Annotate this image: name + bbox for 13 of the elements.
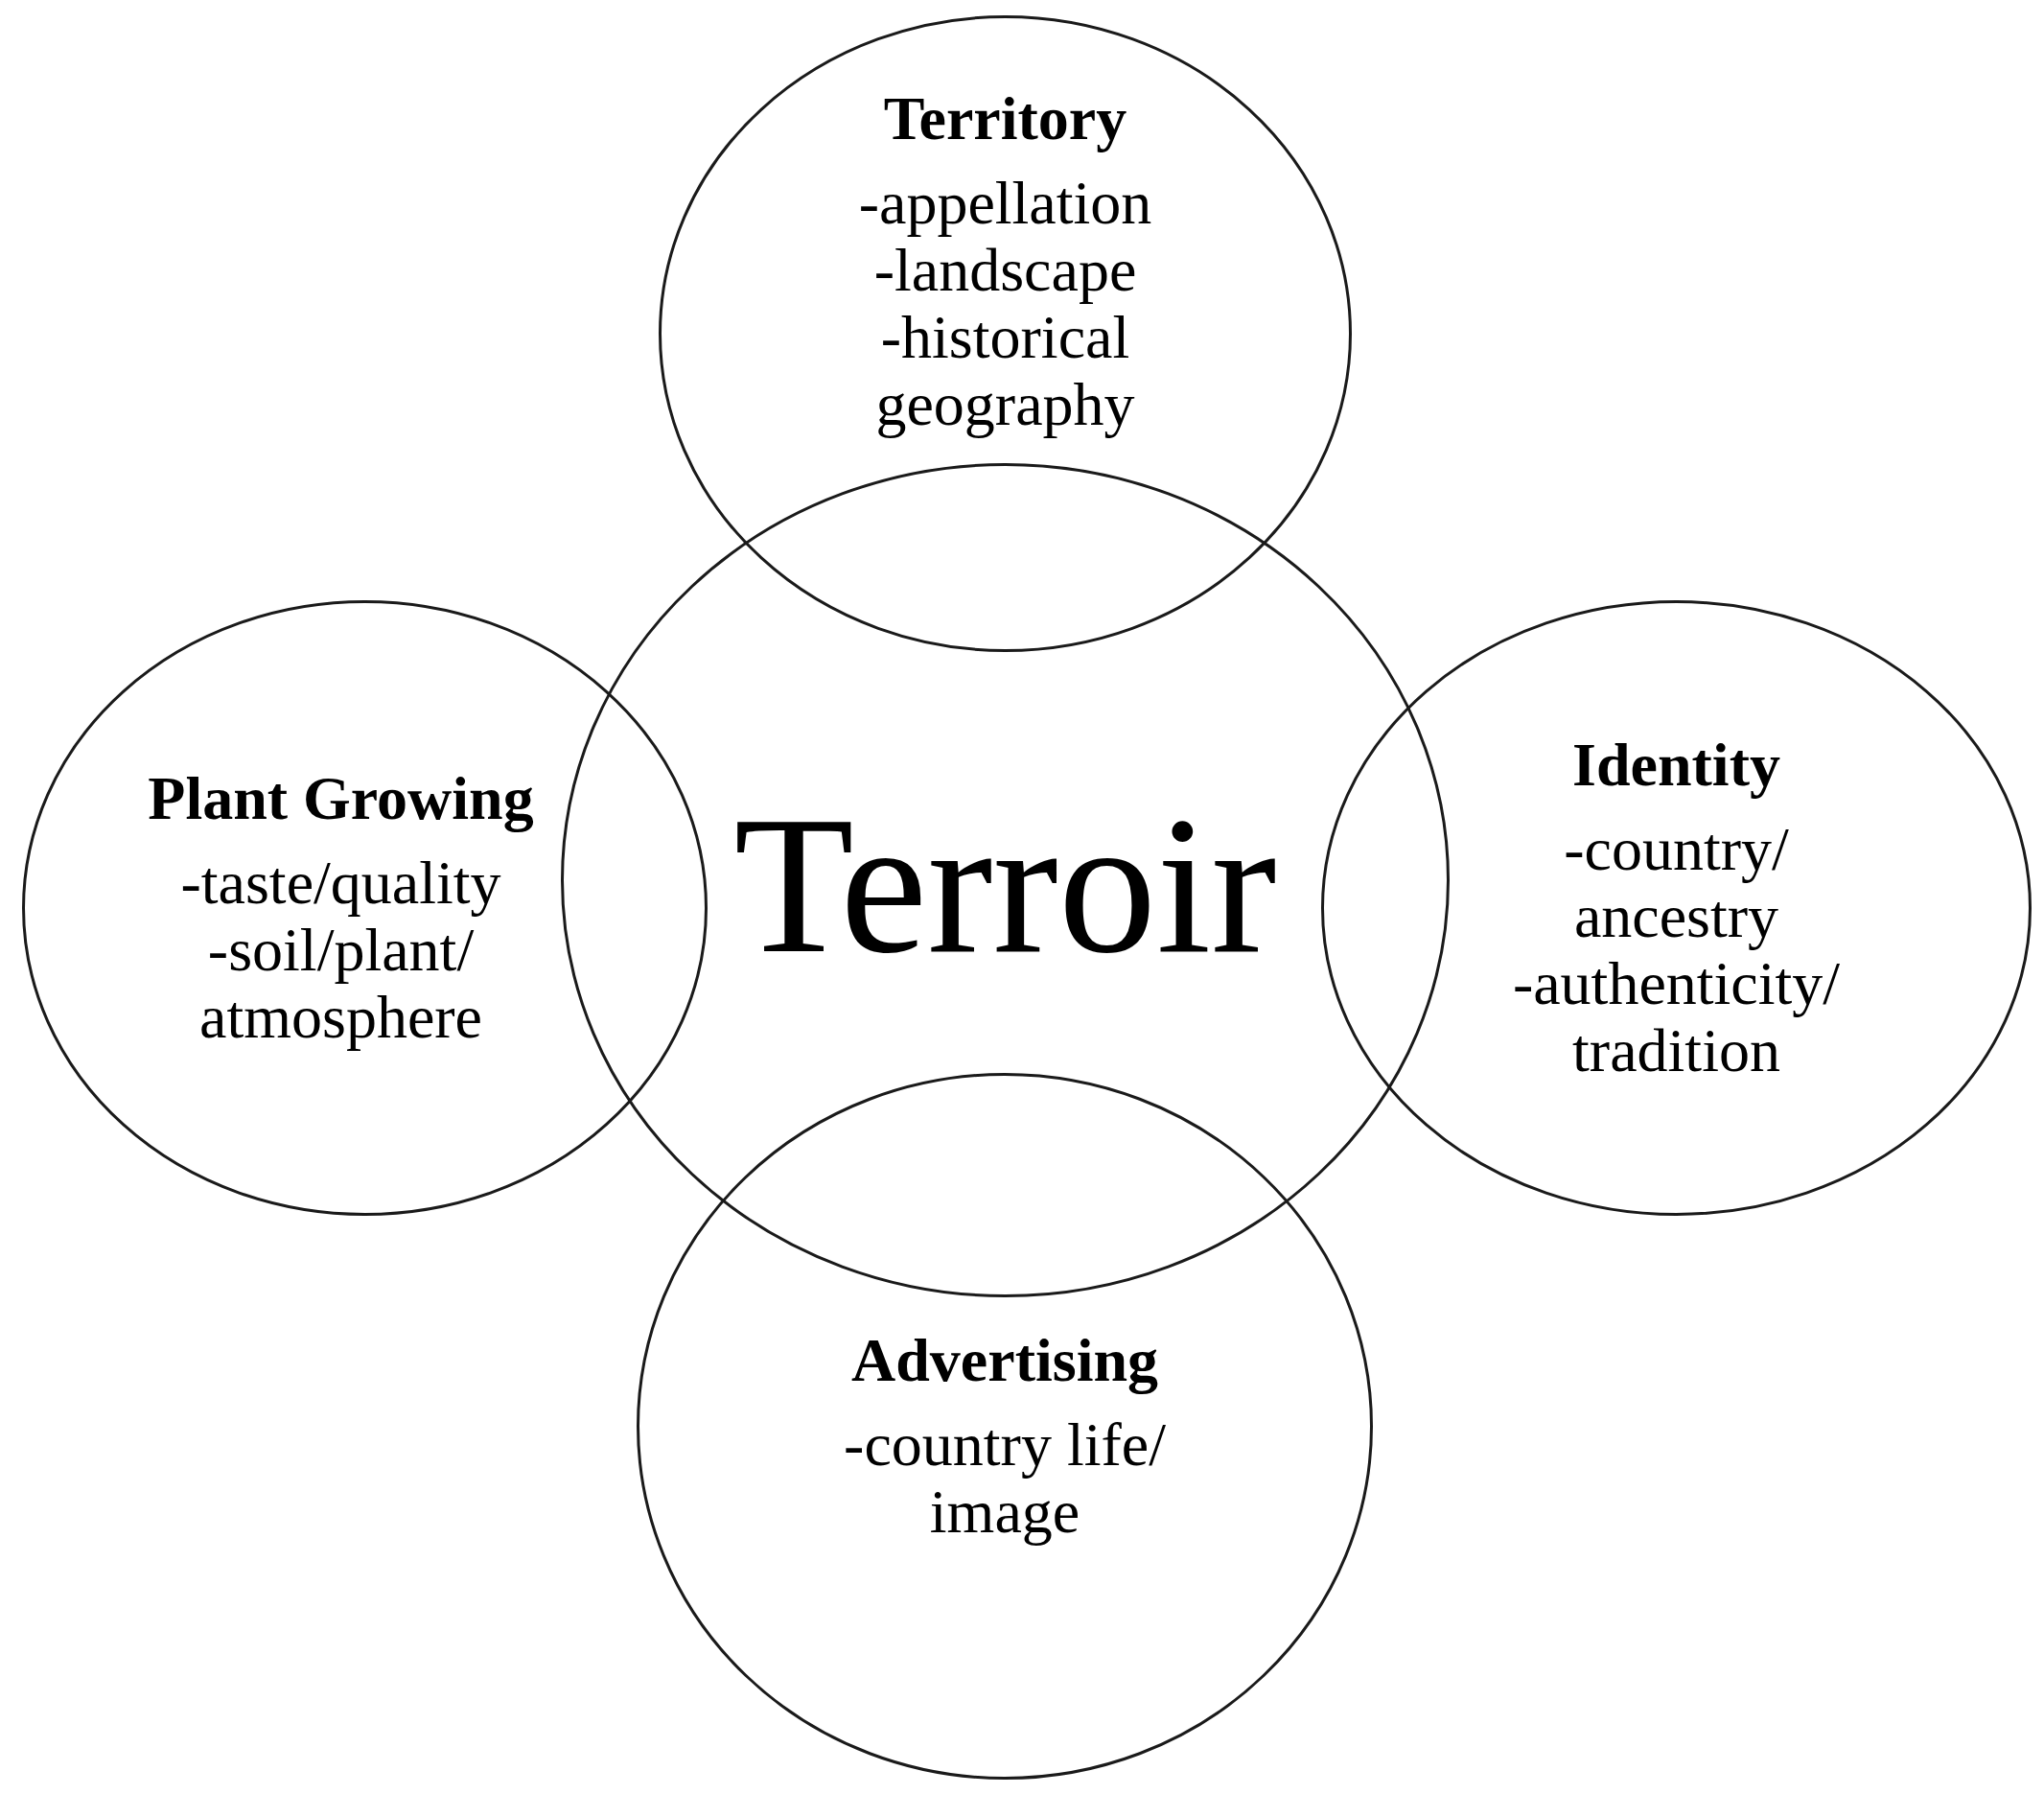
list-item: -taste/quality — [179, 850, 502, 917]
center-title: Terroir — [733, 775, 1277, 995]
list-item: -country/ ancestry — [1563, 816, 1790, 950]
list-item: -appellation — [857, 170, 1153, 237]
list-item: -soil/plant/ atmosphere — [199, 917, 482, 1051]
list-item: -historical geography — [874, 304, 1136, 438]
category-heading: Identity — [1572, 732, 1780, 799]
category-heading: Advertising — [851, 1326, 1158, 1394]
category-heading: Territory — [883, 85, 1127, 152]
list-item: -authenticity/ tradition — [1511, 950, 1842, 1084]
list-item: -country life/ image — [843, 1410, 1167, 1546]
category-heading: Plant Growing — [148, 765, 534, 832]
list-item: -landscape — [873, 237, 1137, 304]
